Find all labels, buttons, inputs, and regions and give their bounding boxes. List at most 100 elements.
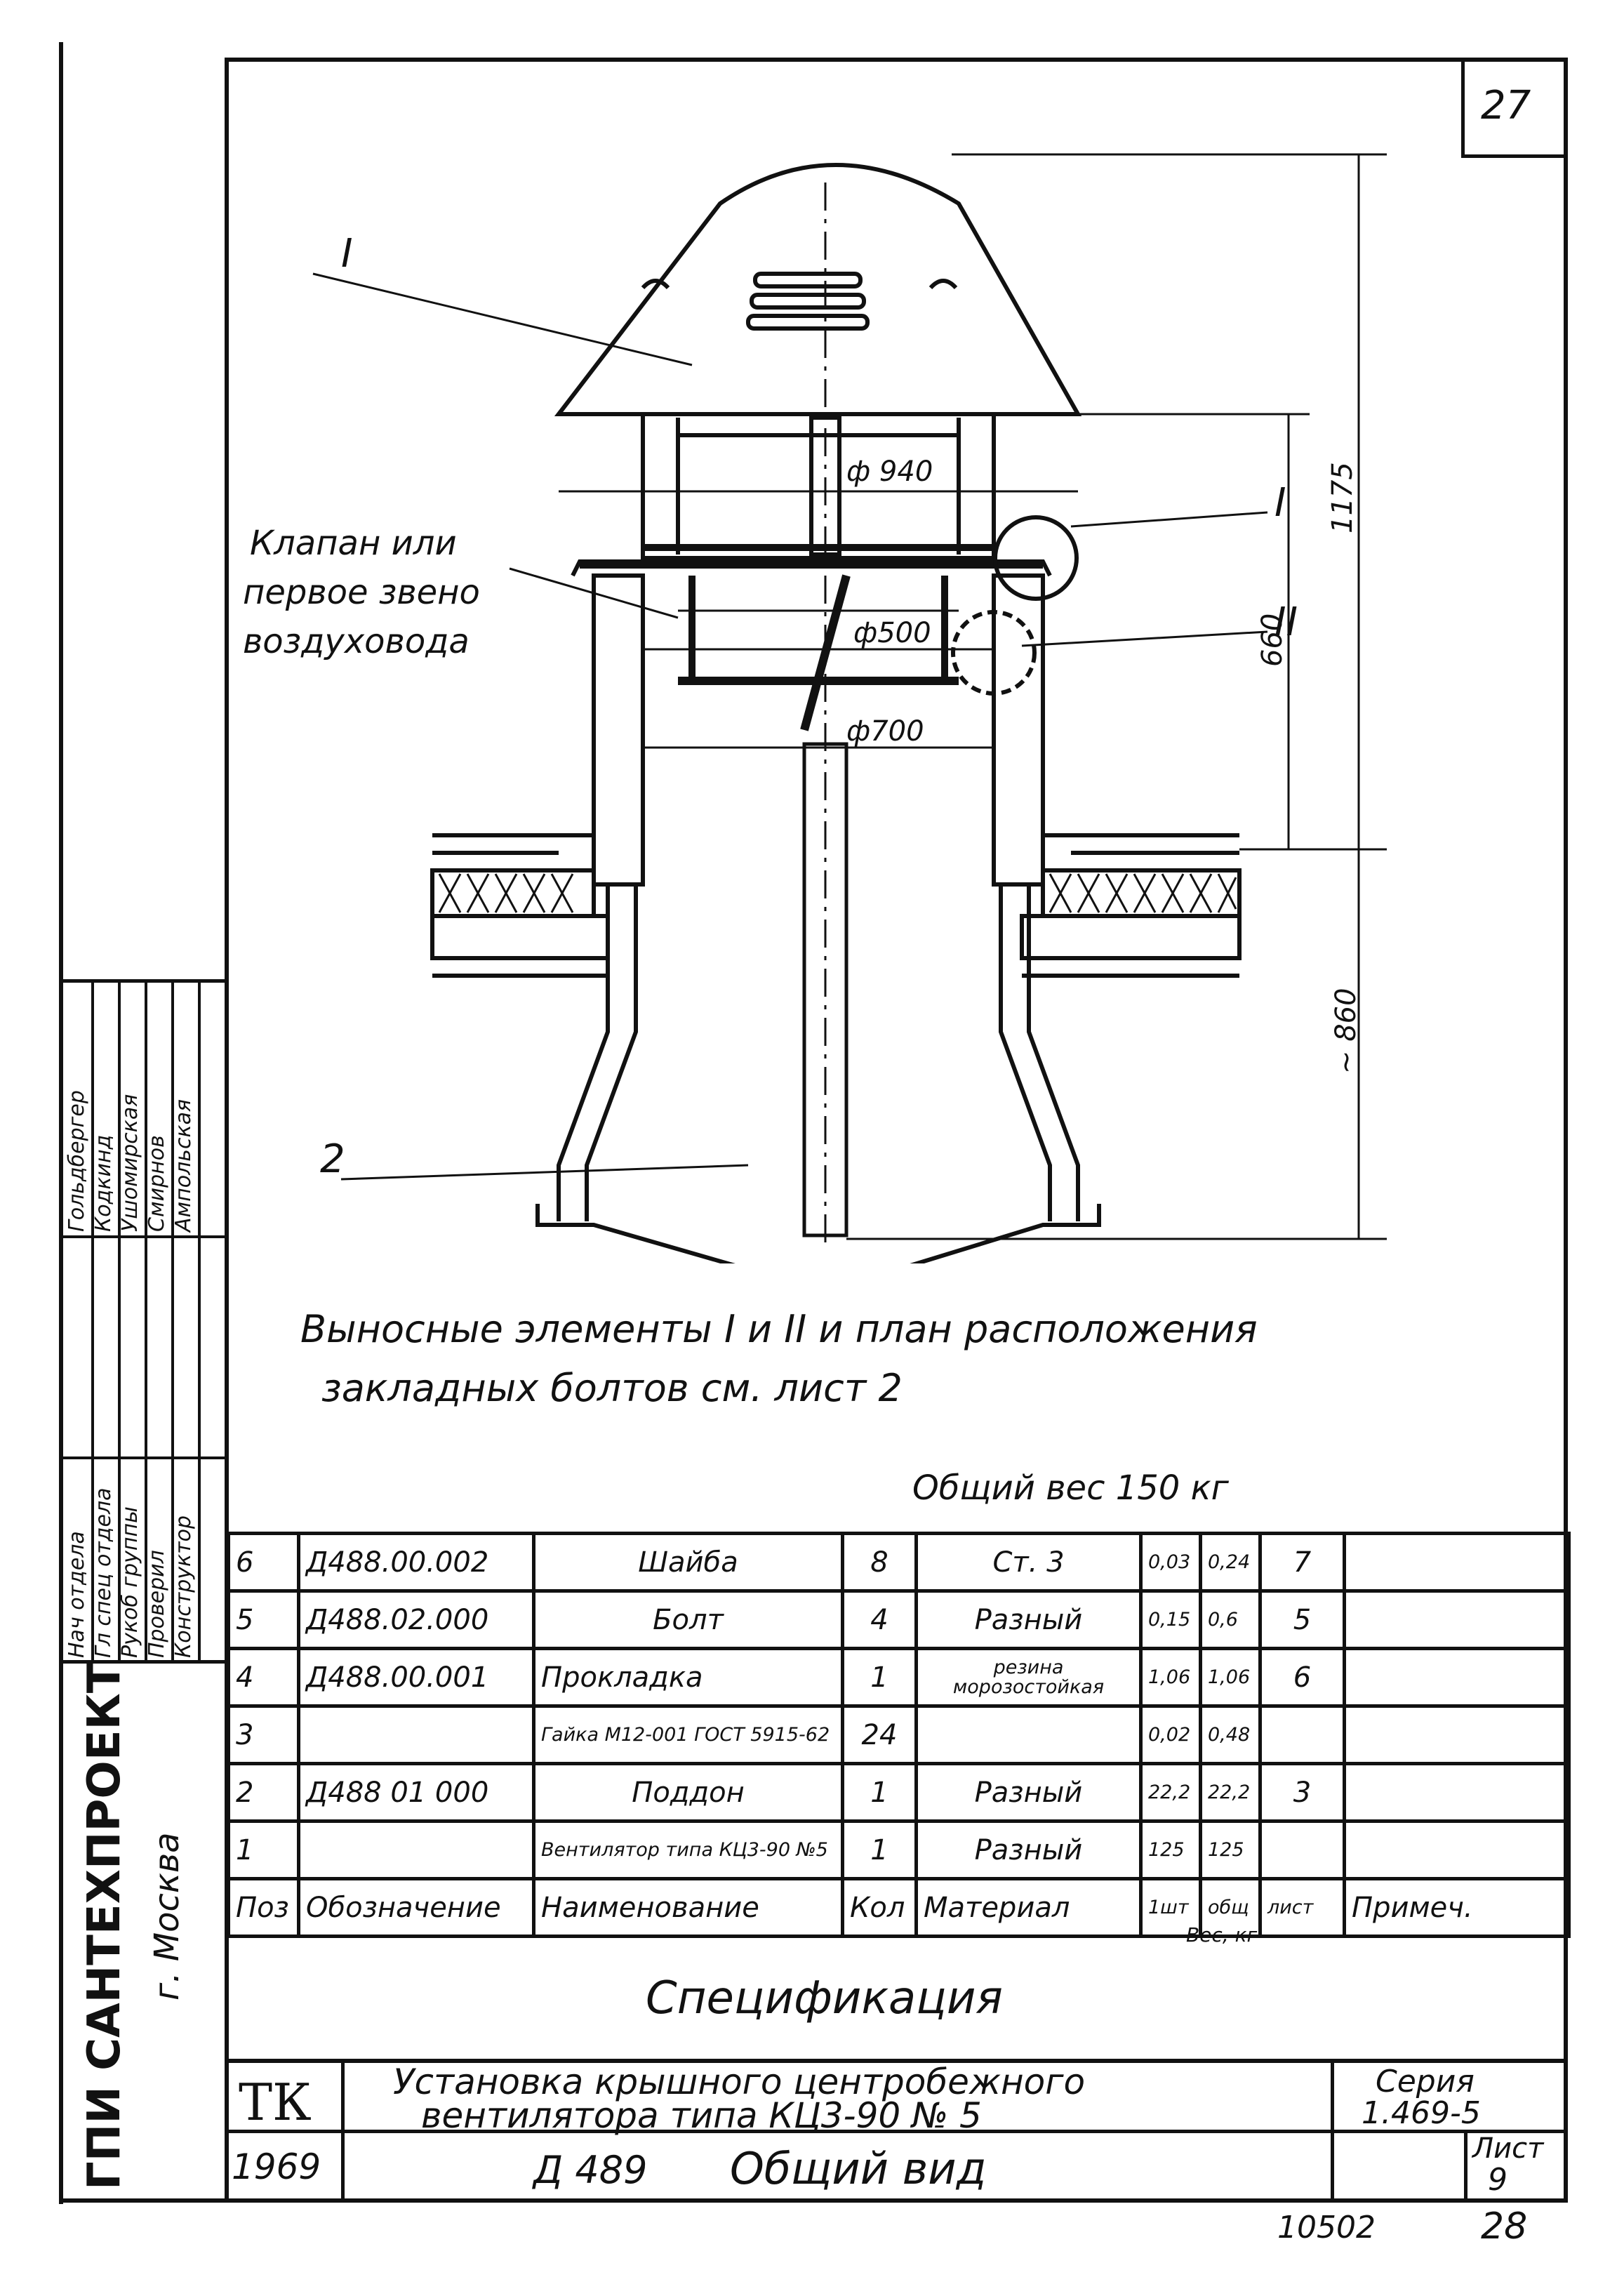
role-5: Конструктор	[171, 1515, 196, 1658]
row-designation: Д488 01 000	[297, 1762, 535, 1823]
table-row: 5 Д488.02.000 Болт 4 Разный 0,15 0,6 5	[227, 1589, 1571, 1650]
callout-2: 2	[320, 1136, 345, 1182]
role-4: Проверил	[145, 1550, 169, 1658]
table-row: 2 Д488 01 000 Поддон 1 Разный 22,2 22,2 …	[227, 1762, 1571, 1823]
row-weight-unit: 0,02	[1139, 1704, 1202, 1765]
dim-d700: ф700	[846, 715, 924, 748]
row-note	[1343, 1762, 1571, 1823]
row-qty: 4	[841, 1589, 918, 1650]
row-designation	[297, 1819, 535, 1880]
row-sheet: 5	[1258, 1589, 1346, 1650]
title-tk: ТК	[239, 2073, 312, 2132]
fan-assembly-drawing: ф 940 ф500 ф700 1175 660 ~ 860 I 2 I II …	[243, 153, 1387, 1263]
role-2: Гл спец отдела	[91, 1487, 116, 1658]
row-pos: 6	[227, 1532, 300, 1593]
row-qty: 1	[841, 1819, 918, 1880]
frame-right	[1564, 58, 1568, 2202]
header-weight-unit: 1шт	[1139, 1877, 1202, 1938]
header-qty: Кол	[841, 1877, 918, 1938]
row-weight-total: 125	[1199, 1819, 1262, 1880]
row-name: Болт	[532, 1589, 844, 1650]
callout-II: II	[1274, 599, 1298, 645]
frame-top	[227, 58, 1567, 62]
frame-outer-left	[59, 42, 63, 2204]
row-weight-unit: 0,15	[1139, 1589, 1202, 1650]
callout-1: I	[341, 231, 353, 277]
row-name: Поддон	[532, 1762, 844, 1823]
row-pos: 5	[227, 1589, 300, 1650]
note-line-1: Выносные элементы I и II и план располож…	[300, 1307, 1258, 1351]
row-sheet	[1258, 1704, 1346, 1765]
callout-I: I	[1274, 480, 1286, 526]
series-value: 1.469-5	[1362, 2095, 1481, 2131]
row-sheet	[1258, 1819, 1346, 1880]
name-1: Гольдбергер	[65, 1090, 89, 1232]
row-weight-total: 0,24	[1199, 1532, 1262, 1593]
row-pos: 2	[227, 1762, 300, 1823]
row-pos: 3	[227, 1704, 300, 1765]
frame-inner-left	[225, 58, 229, 2202]
row-weight-total: 1,06	[1199, 1647, 1262, 1708]
row-weight-unit: 0,03	[1139, 1532, 1202, 1593]
row-designation: Д488.00.001	[297, 1647, 535, 1708]
row-weight-unit: 22,2	[1139, 1762, 1202, 1823]
name-2: Кодкинд	[91, 1134, 116, 1232]
side-block	[63, 979, 225, 2198]
header-name: Наименование	[532, 1877, 844, 1938]
row-name: Гайка М12-001 ГОСТ 5915-62	[532, 1704, 844, 1765]
row-name: Прокладка	[532, 1647, 844, 1708]
row-designation	[297, 1704, 535, 1765]
row-material: Разный	[914, 1589, 1143, 1650]
dim-d500: ф500	[853, 617, 931, 649]
row-weight-total: 0,48	[1199, 1704, 1262, 1765]
row-sheet: 6	[1258, 1647, 1346, 1708]
table-row: 6 Д488.00.002 Шайба 8 Ст. 3 0,03 0,24 7	[227, 1532, 1571, 1593]
row-sheet: 7	[1258, 1532, 1346, 1593]
sheet-value: 9	[1488, 2162, 1507, 2198]
frame-bottom	[59, 2198, 1568, 2203]
row-material: резина морозостойкая	[914, 1647, 1143, 1708]
title-block	[229, 2062, 1564, 2198]
corner-number-box	[1461, 62, 1567, 158]
row-qty: 1	[841, 1647, 918, 1708]
role-3: Рукоб группы	[118, 1506, 142, 1658]
row-note	[1343, 1819, 1571, 1880]
spec-title-band	[229, 1946, 1564, 2063]
table-row: 1 Вентилятор типа КЦ3-90 №5 1 Разный 125…	[227, 1819, 1571, 1880]
name-4: Смирнов	[145, 1135, 169, 1232]
bottom-right-number: 28	[1481, 2205, 1528, 2248]
row-weight-total: 0,6	[1199, 1589, 1262, 1650]
valve-label-2: первое звено	[243, 573, 480, 612]
row-material: Разный	[914, 1819, 1143, 1880]
title-line-1: Установка крышного центробежного	[393, 2062, 1086, 2102]
table-row: 3 Гайка М12-001 ГОСТ 5915-62 24 0,02 0,4…	[227, 1704, 1571, 1765]
side-city: г. Москва	[147, 1832, 187, 2000]
header-material: Материал	[914, 1877, 1143, 1938]
table-header-row: Поз Обозначение Наименование Кол Материа…	[227, 1877, 1571, 1938]
row-material: Ст. 3	[914, 1532, 1143, 1593]
row-pos: 4	[227, 1647, 300, 1708]
title-code: Д 489	[533, 2148, 648, 2192]
name-5: Ампольская	[171, 1099, 196, 1232]
row-pos: 1	[227, 1819, 300, 1880]
header-designation: Обозначение	[297, 1877, 535, 1938]
row-weight-unit: 125	[1139, 1819, 1202, 1880]
title-view: Общий вид	[730, 2143, 987, 2194]
row-note	[1343, 1589, 1571, 1650]
header-weight-total: общ	[1199, 1877, 1262, 1938]
header-sheet: лист	[1258, 1877, 1346, 1938]
valve-label-1: Клапан или	[250, 524, 457, 563]
role-1: Нач отдела	[65, 1531, 89, 1658]
specification-table: 6 Д488.00.002 Шайба 8 Ст. 3 0,03 0,24 7 …	[227, 1532, 1571, 1938]
note-line-2: закладных болтов см. лист 2	[321, 1366, 903, 1410]
dim-h660: 660	[1256, 613, 1289, 667]
row-weight-total: 22,2	[1199, 1762, 1262, 1823]
title-line-2: вентилятора типа КЦ3-90 № 5	[421, 2095, 982, 2136]
title-year: 1969	[232, 2146, 321, 2187]
row-name: Вентилятор типа КЦ3-90 №5	[532, 1819, 844, 1880]
row-note	[1343, 1647, 1571, 1708]
dim-d940: ф 940	[846, 456, 933, 488]
header-pos: Поз	[227, 1877, 300, 1938]
header-weight-label: Вес, кг	[1186, 1923, 1258, 1946]
row-note	[1343, 1704, 1571, 1765]
